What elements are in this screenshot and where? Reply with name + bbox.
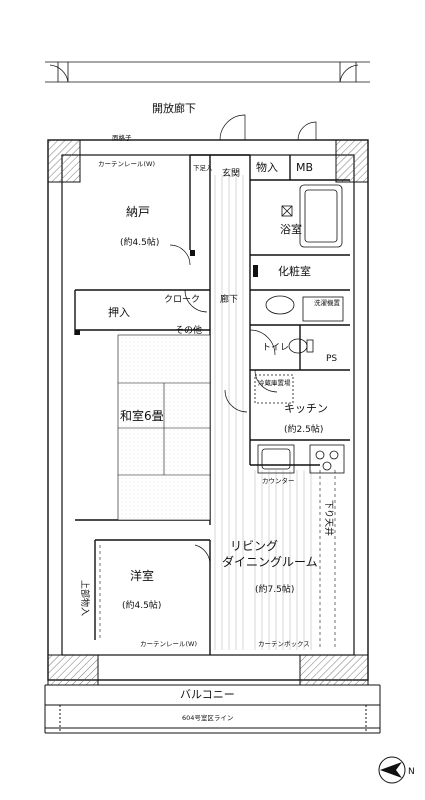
toilet-fixture [288,338,314,354]
ceiling-note-label: 下り天井 [323,500,335,536]
dining-label: ダイニングルーム [222,554,318,569]
kitchen-label: キッチン [284,402,328,415]
curtain-rail-bottom-label: カーテンレール(W) [140,640,197,648]
north-label: N [408,767,415,777]
outer-walls [47,139,369,686]
storage-label: 物入 [256,160,278,174]
fridge-label: 冷蔵庫置場 [258,378,291,387]
living-size: (約7.5帖) [255,583,294,595]
bathtub [281,184,343,248]
bath-label: 浴室 [280,222,302,236]
western-label: 洋室 [130,568,154,583]
closet-label: 押入 [108,305,130,319]
curtain-rail-top-label: カーテンレール(W) [98,160,155,168]
powder-label: 化粧室 [278,264,311,278]
floor-boards [214,175,312,650]
corridor-label: 開放廊下 [152,101,196,115]
tatami-lines [118,382,210,476]
living-label: リビング [230,539,278,553]
mb-label: MB [296,161,313,174]
other-label: その他 [175,324,202,336]
columns [75,250,258,335]
washitsu-label: 和室6畳 [120,408,164,423]
door-swings [169,114,317,566]
balcony-note-label: 604号室区ライン [182,713,233,722]
storeroom-label: 納戸 [126,205,150,219]
ceiling-dashes [99,470,336,650]
toilet-label: トイレ [262,343,289,353]
balcony-label: バルコニー [180,688,235,701]
cloak-label: クローク [164,294,200,305]
upper-storage-label: 上部物入 [79,580,91,616]
compass-icon: N [378,756,415,784]
shoe-box-label: 下足入 [193,164,213,172]
kitchen-size: (約2.5帖) [284,423,323,435]
counter-label: カウンター [262,476,295,485]
kitchen-fixtures [254,374,345,474]
planter-label: 面格子 [112,133,132,142]
ps-label: PS [326,354,337,364]
balcony-area [44,684,381,734]
laundry-label: 洗濯機置 [314,298,341,307]
basin [265,295,344,322]
western-size: (約4.5帖) [122,599,161,611]
curtain-box-label: カーテンボックス [258,640,310,648]
entrance-label: 玄関 [222,167,240,179]
corridor-edge [45,61,370,83]
hall-label: 廊下 [220,293,238,305]
storeroom-size: (約4.5帖) [120,236,159,248]
